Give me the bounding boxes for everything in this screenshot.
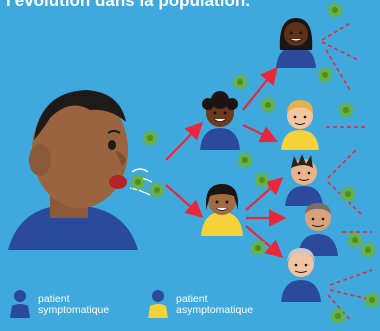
person-asymptomatic-1	[201, 184, 243, 236]
spread-dashed-lines	[321, 21, 373, 321]
person-blue-icon	[10, 290, 30, 318]
person-symptomatic-4	[298, 203, 338, 256]
arrows-from-person-2	[245, 177, 287, 258]
legend-asymptomatic-line2: asymptomatique	[176, 304, 254, 316]
person-symptomatic-5	[281, 248, 321, 302]
legend-asymptomatic-line1: patient	[176, 293, 208, 305]
arrows-from-person-1	[242, 66, 278, 143]
person-yellow-icon	[148, 290, 168, 318]
person-symptomatic-2	[276, 18, 316, 68]
person-symptomatic-1	[200, 91, 240, 150]
legend-asymptomatic: patient asymptomatique	[176, 294, 253, 316]
page-title: l'évolution dans la population.	[6, 0, 250, 10]
person-symptomatic-3	[285, 154, 323, 206]
legend-symptomatic-line2: symptomatique	[38, 304, 110, 316]
arrows-from-patient-zero	[165, 121, 204, 218]
person-asymptomatic-2	[281, 100, 319, 150]
legend-symptomatic: patient symptomatique	[38, 294, 109, 316]
legend-symptomatic-line1: patient	[38, 293, 70, 305]
patient-zero	[8, 90, 153, 250]
virus-particles	[128, 0, 380, 326]
